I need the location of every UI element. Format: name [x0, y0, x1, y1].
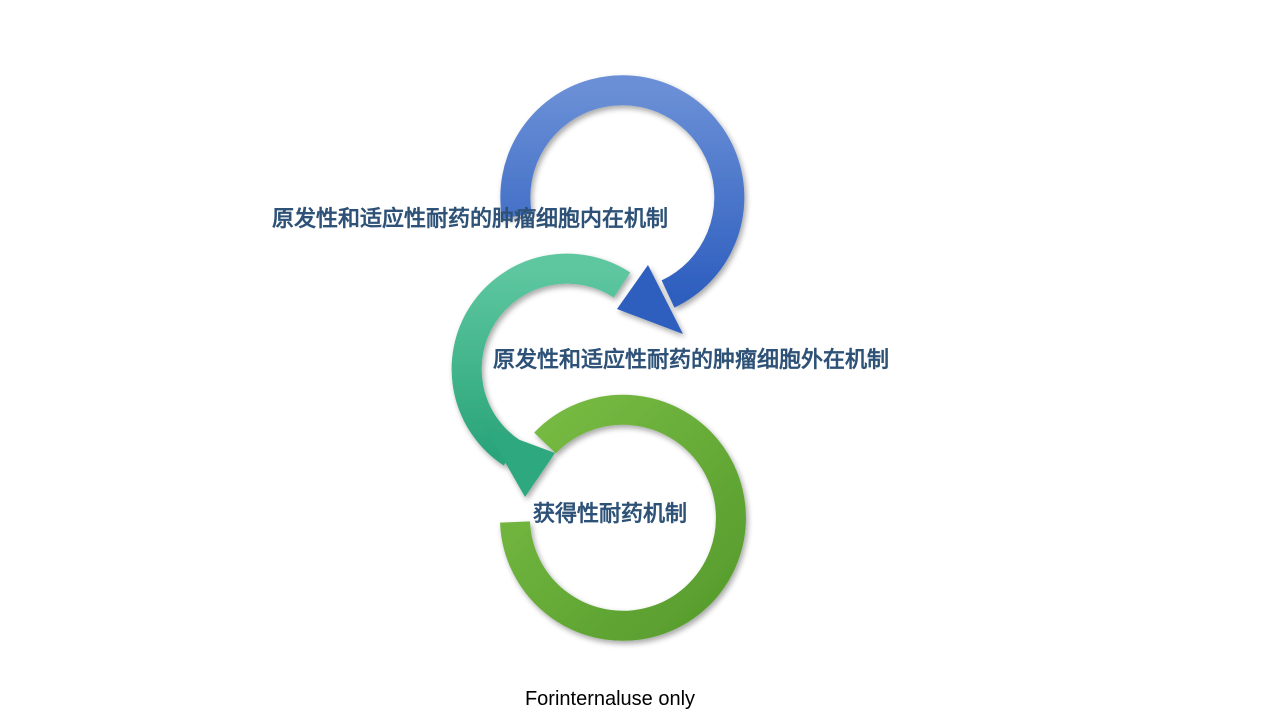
green-cycle-arrow	[500, 394, 746, 641]
blue-cycle-arrow	[500, 75, 745, 334]
step-1-label: 原发性和适应性耐药的肿瘤细胞内在机制	[272, 206, 669, 232]
teal-cycle-arrow	[451, 253, 631, 497]
step-2-label: 原发性和适应性耐药的肿瘤细胞外在机制	[493, 347, 890, 373]
step-3-label: 获得性耐药机制	[533, 501, 688, 527]
footer-text: Forinternaluse only	[524, 688, 696, 710]
